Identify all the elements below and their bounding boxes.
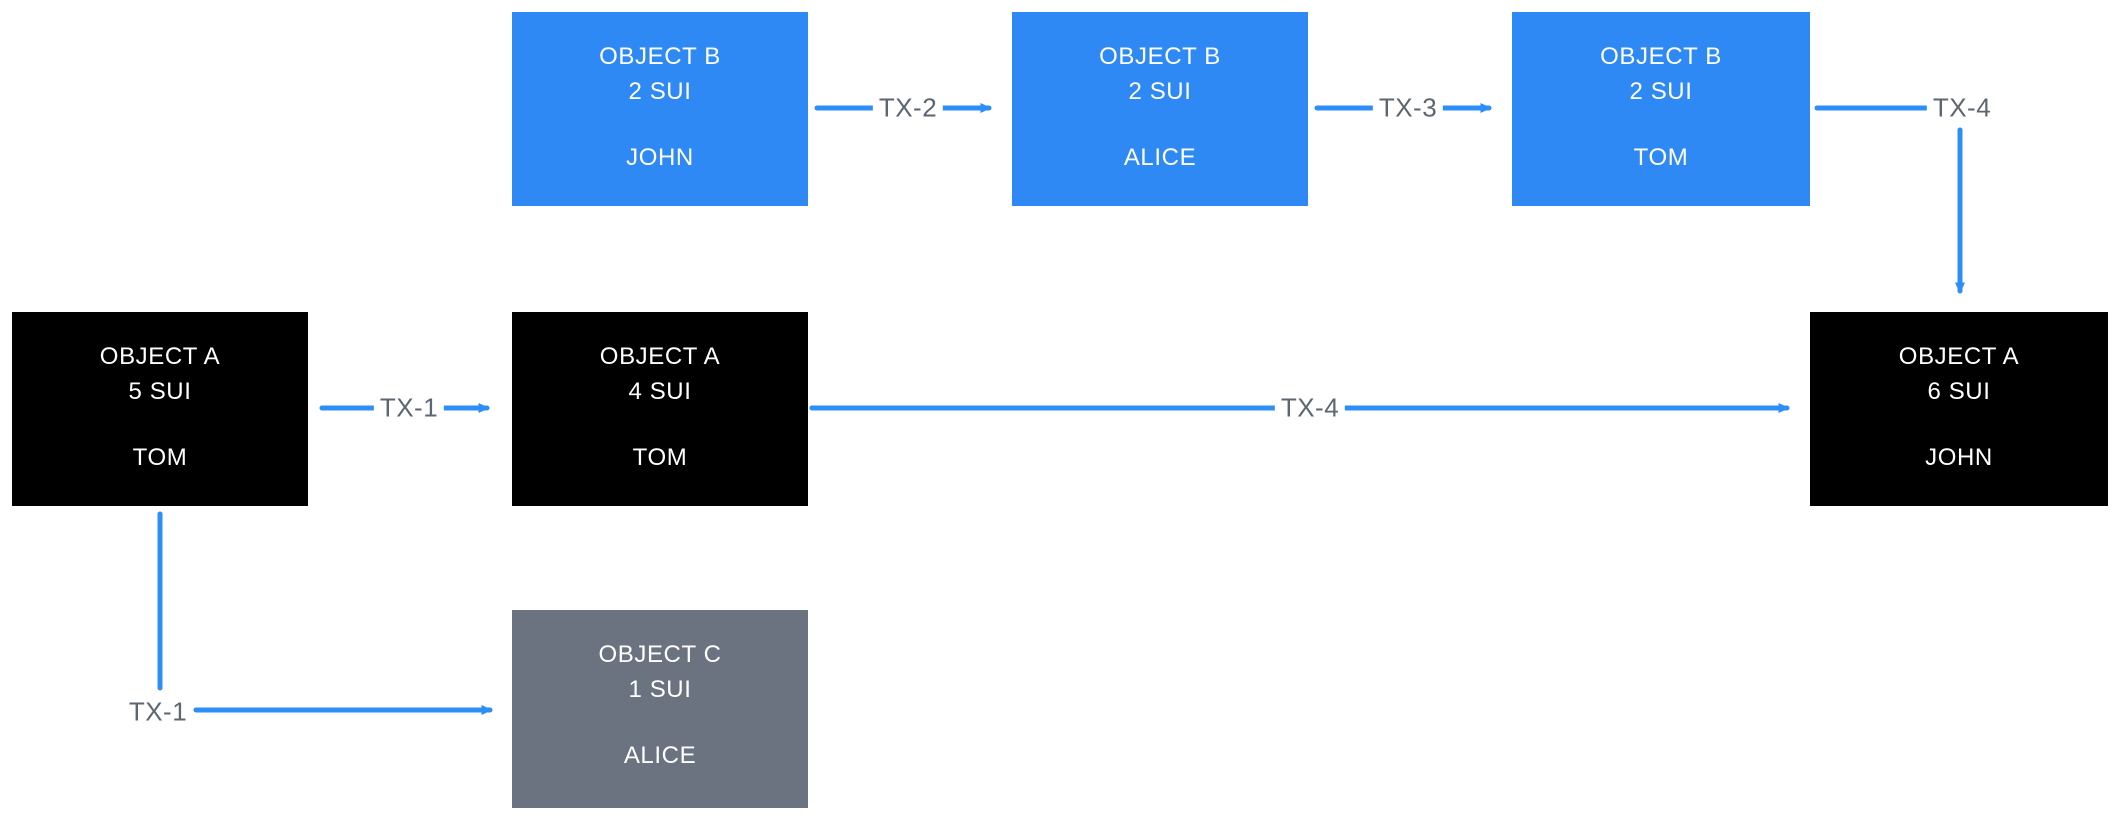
node-object-a-john-6: OBJECT A 6 SUI JOHN — [1810, 312, 2108, 506]
node-spacer — [512, 109, 808, 140]
node-object-a-tom-4: OBJECT A 4 SUI TOM — [512, 312, 808, 506]
node-owner: TOM — [632, 444, 688, 471]
node-owner: TOM — [132, 444, 188, 471]
node-amount: 4 SUI — [628, 378, 692, 405]
node-spacer — [1512, 109, 1810, 140]
node-owner: ALICE — [1123, 144, 1197, 171]
node-object-b-tom: OBJECT B 2 SUI TOM — [1512, 12, 1810, 206]
node-owner: TOM — [1633, 144, 1689, 171]
node-object-c-alice: OBJECT C 1 SUI ALICE — [512, 610, 808, 808]
node-spacer — [512, 707, 808, 738]
node-object-a-tom-5: OBJECT A 5 SUI TOM — [12, 312, 308, 506]
node-spacer — [1810, 409, 2108, 440]
node-title: OBJECT B — [1600, 43, 1722, 70]
node-spacer — [1012, 109, 1308, 140]
node-amount: 2 SUI — [1128, 78, 1192, 105]
node-title: OBJECT B — [599, 43, 721, 70]
node-owner: JOHN — [1925, 444, 1993, 471]
node-amount: 6 SUI — [1927, 378, 1991, 405]
node-spacer — [512, 409, 808, 440]
node-object-b-alice: OBJECT B 2 SUI ALICE — [1012, 12, 1308, 206]
node-title: OBJECT A — [1898, 343, 2020, 370]
node-owner: JOHN — [626, 144, 694, 171]
edge-label-tx3: TX-3 — [1372, 92, 1444, 124]
node-title: OBJECT A — [99, 343, 221, 370]
node-owner: ALICE — [623, 742, 697, 769]
edge-label-tx4-top: TX-4 — [1926, 92, 1998, 124]
node-amount: 2 SUI — [1629, 78, 1693, 105]
node-title: OBJECT B — [1099, 43, 1221, 70]
node-title: OBJECT C — [598, 641, 722, 668]
node-amount: 5 SUI — [128, 378, 192, 405]
node-amount: 2 SUI — [628, 78, 692, 105]
edge-label-tx2: TX-2 — [872, 92, 944, 124]
node-spacer — [12, 409, 308, 440]
edge-label-tx1-branch: TX-1 — [122, 696, 194, 728]
edge-label-tx4-long: TX-4 — [1274, 392, 1346, 424]
node-title: OBJECT A — [599, 343, 721, 370]
node-object-b-john: OBJECT B 2 SUI JOHN — [512, 12, 808, 206]
edge-label-tx1: TX-1 — [373, 392, 445, 424]
node-amount: 1 SUI — [628, 676, 692, 703]
